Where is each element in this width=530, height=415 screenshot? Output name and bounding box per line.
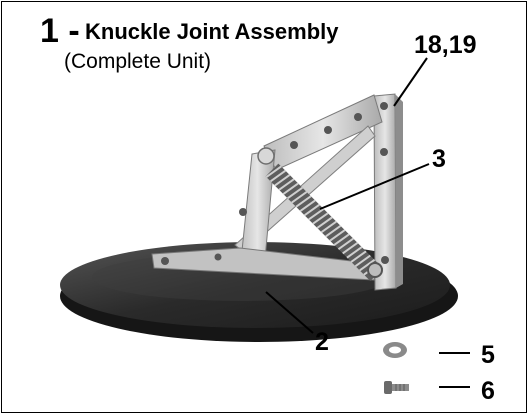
spring-part (265, 163, 384, 282)
vertical-bracket (373, 93, 403, 291)
washer-part (383, 342, 407, 358)
callout-disc: 2 (315, 328, 329, 356)
callout-washer: 5 (481, 341, 495, 369)
leader-line-2 (265, 291, 314, 334)
leader-lines (265, 57, 470, 388)
callout-bolt: 6 (481, 377, 495, 405)
leader-line-18-19 (393, 57, 428, 107)
part-number: 1 - (40, 12, 80, 50)
base-plate (151, 247, 378, 281)
assembly-title: Knuckle Joint Assembly (85, 19, 339, 44)
callout-hinge-plates: 18,19 (414, 31, 477, 59)
bolt-part (384, 381, 409, 394)
leader-line-3 (319, 163, 430, 210)
assembly-subtitle: (Complete Unit) (64, 50, 212, 73)
callout-spring: 3 (432, 145, 446, 173)
